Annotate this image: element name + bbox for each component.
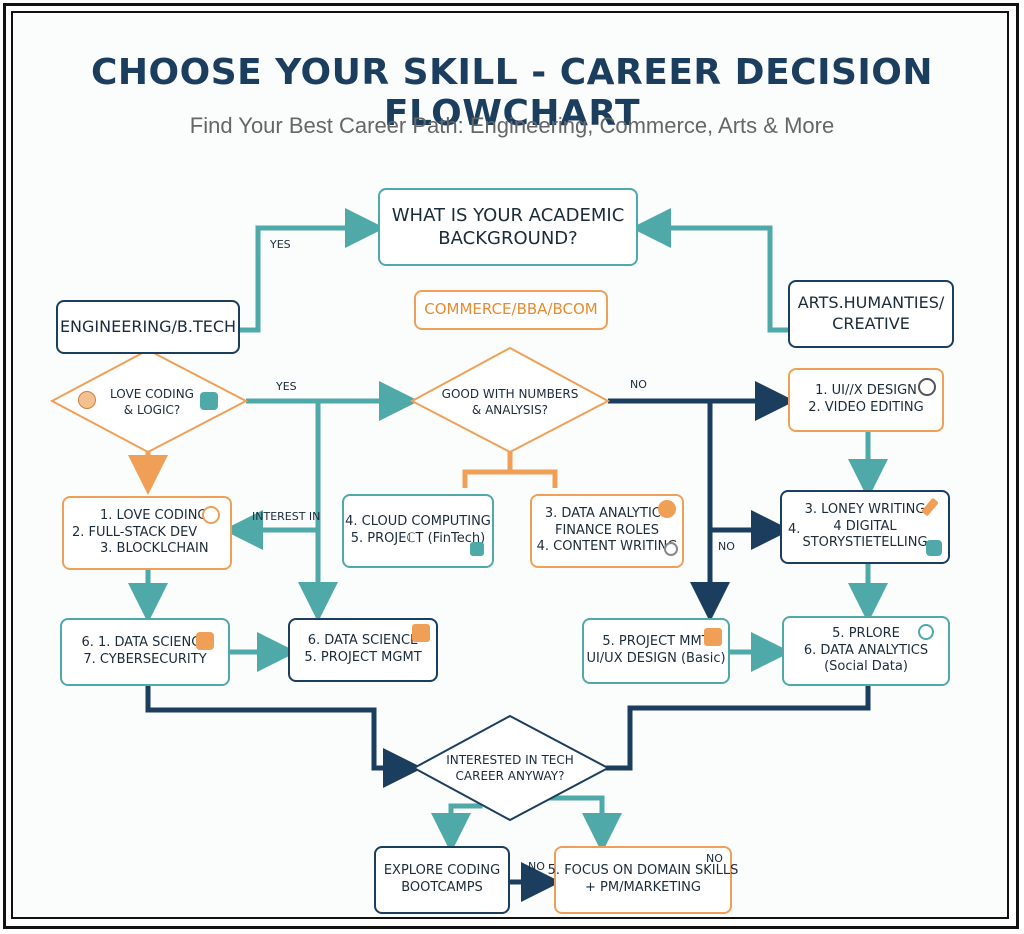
diamond-tech: [411, 714, 611, 822]
domain-box: 5. FOCUS ON DOMAIN SKILLS + PM/MARKETING: [548, 846, 738, 914]
data-analytics-line3: 4. CONTENT WRITING: [536, 539, 678, 555]
social-icon: [918, 624, 934, 640]
edge-label-interest: INTEREST IN: [252, 510, 321, 523]
edge-label-yes-1: YES: [270, 238, 291, 251]
edge-label-no-1: NO: [630, 378, 647, 391]
diamond-numbers: [409, 346, 611, 454]
chart-icon: [412, 624, 430, 642]
bootcamps-box: EXPLORE CODING BOOTCAMPS: [374, 846, 510, 914]
edge-numbers-branch-right: [510, 469, 558, 488]
data-analytics-line2: FINANCE ROLES: [554, 522, 660, 538]
eng-skills-line1: 1. LOVE CODING: [100, 507, 208, 523]
eng-skills-box: 1. LOVE CODING 2. FULL-STACK DEV 3. BLOC…: [62, 496, 232, 570]
eng-skills-line2: 2. FULL-STACK DEV: [72, 524, 198, 540]
edge-label-no-2: NO: [718, 540, 735, 553]
bootcamps-line1: EXPLORE CODING: [383, 863, 501, 879]
domain-line1: 5. FOCUS ON DOMAIN SKILLS: [547, 863, 739, 879]
eng-skills2-line1: 6. 1. DATA SCIENCE: [81, 635, 209, 651]
shield-icon: [200, 392, 218, 410]
project-mmt-line1: 5. PROJECT MMT: [602, 634, 710, 650]
numbers-line2: & ANALYSIS?: [471, 403, 549, 417]
page-subtitle: Find Your Best Career Path: Engineering,…: [189, 113, 835, 138]
edge-numbers-branch: [462, 452, 513, 488]
tech-line1: INTERESTED IN TECH: [446, 752, 574, 767]
prlore-line3: (Social Data): [824, 659, 908, 675]
start-question-line1: WHAT IS YOUR ACADEMIC: [391, 204, 625, 226]
love-coding-line2: & LOGIC?: [123, 403, 181, 417]
arts-line1: ARTS.HUMANTIES/: [797, 293, 945, 313]
edge-label-yes-2: YES: [276, 380, 297, 393]
domain-line2: + PM/MARKETING: [585, 880, 701, 895]
cloud-line2: 5. PROJEℂT (FinTech): [350, 531, 486, 546]
link-icon: [664, 542, 678, 556]
edge-tech-domain: [537, 795, 622, 853]
prlore-line2: 6. DATA ANALYTICS: [803, 642, 929, 658]
storytelling-icon: [926, 540, 942, 556]
edge-engineering-start: [240, 208, 385, 333]
eng-skills2-line2: 7. CYBERSECURITY: [83, 652, 207, 667]
writing-line1: 3. LONEY WRITING: [804, 501, 926, 517]
brain-icon: [78, 391, 96, 409]
page-title: CHOOSE YOUR SKILL - CAREER DECISION FLOW…: [90, 52, 934, 134]
edge-arts-start: [631, 208, 788, 333]
arts-box: ARTS.HUMANTIES/ CREATIVE: [788, 280, 954, 348]
commerce-box: COMMERCE/BBA/BCOM: [414, 290, 608, 330]
prlore-line1: 5. PRLORE: [832, 625, 900, 641]
commerce-label: COMMERCE/BBA/BCOM: [424, 300, 598, 319]
cloud-line1: 4. CLOUD COMPUTING: [345, 514, 491, 530]
bootcamps-line2: BOOTCAMPS: [401, 880, 483, 895]
love-coding-line1: LOVE CODING: [110, 386, 194, 401]
start-question-line2: BACKGROUND?: [438, 228, 578, 249]
person-icon: [918, 378, 936, 396]
engineering-label: ENGINEERING/B.TECH: [59, 316, 237, 336]
writing-box: 3. LONEY WRITING 4 DIGITAL STORYSTIETELL…: [780, 490, 950, 564]
start-question-box: WHAT IS YOUR ACADEMIC BACKGROUND?: [378, 188, 638, 266]
analytics-icon: [658, 500, 676, 518]
data-science-line1: 6. DATA SCIENCE: [307, 633, 419, 649]
data-science-line2: 5. PROJECT MGMT: [304, 650, 422, 665]
shield-lock-icon: [196, 632, 214, 650]
writing-line3: STORYSTIETELLING: [802, 535, 928, 551]
edge-label-no-3: NO: [528, 860, 545, 873]
writing-prefix: 4.: [788, 522, 801, 537]
lightbulb-icon: [202, 506, 220, 524]
edge-left-tech: [145, 686, 423, 788]
diamond-love-coding: [49, 348, 249, 454]
tech-question: INTERESTED IN TECH CAREER ANYWAY?: [440, 748, 580, 788]
eng-skills-line3: 3. BLOCKLCHAIN: [100, 541, 209, 557]
engineering-box: ENGINEERING/B.TECH: [56, 300, 240, 354]
edge-label-no-4: NO: [706, 852, 723, 865]
love-coding-question: LOVE CODING & LOGIC?: [92, 382, 212, 422]
numbers-line1: GOOD WITH NUMBERS: [441, 386, 579, 401]
project-mmt-line2: UI/UX DESIGN (Basic): [586, 651, 726, 666]
ui-design-box: 1. UI//X DESIGN 2. VIDEO EDITING: [788, 368, 944, 432]
edge-right-tech: [606, 686, 871, 771]
writing-line2: 4 DIGITAL: [833, 518, 897, 534]
eng-skills2-box: 6. 1. DATA SCIENCE 7. CYBERSECURITY: [60, 618, 230, 686]
numbers-question: GOOD WITH NUMBERS & ANALYSIS?: [440, 382, 580, 422]
data-analytics-line1: 3. DATA ANALYTICS: [544, 505, 670, 521]
ui-design-line1: 1. UI//X DESIGN: [815, 383, 917, 399]
cloud-box: 4. CLOUD COMPUTING 5. PROJEℂT (FinTech): [342, 494, 494, 568]
fintech-icon: [470, 542, 484, 556]
ui-design-line2: 2. VIDEO EDITING: [808, 400, 924, 415]
tech-line2: CAREER ANYWAY?: [455, 769, 565, 783]
project-icon: [704, 628, 722, 646]
arts-line2: CREATIVE: [832, 314, 910, 333]
